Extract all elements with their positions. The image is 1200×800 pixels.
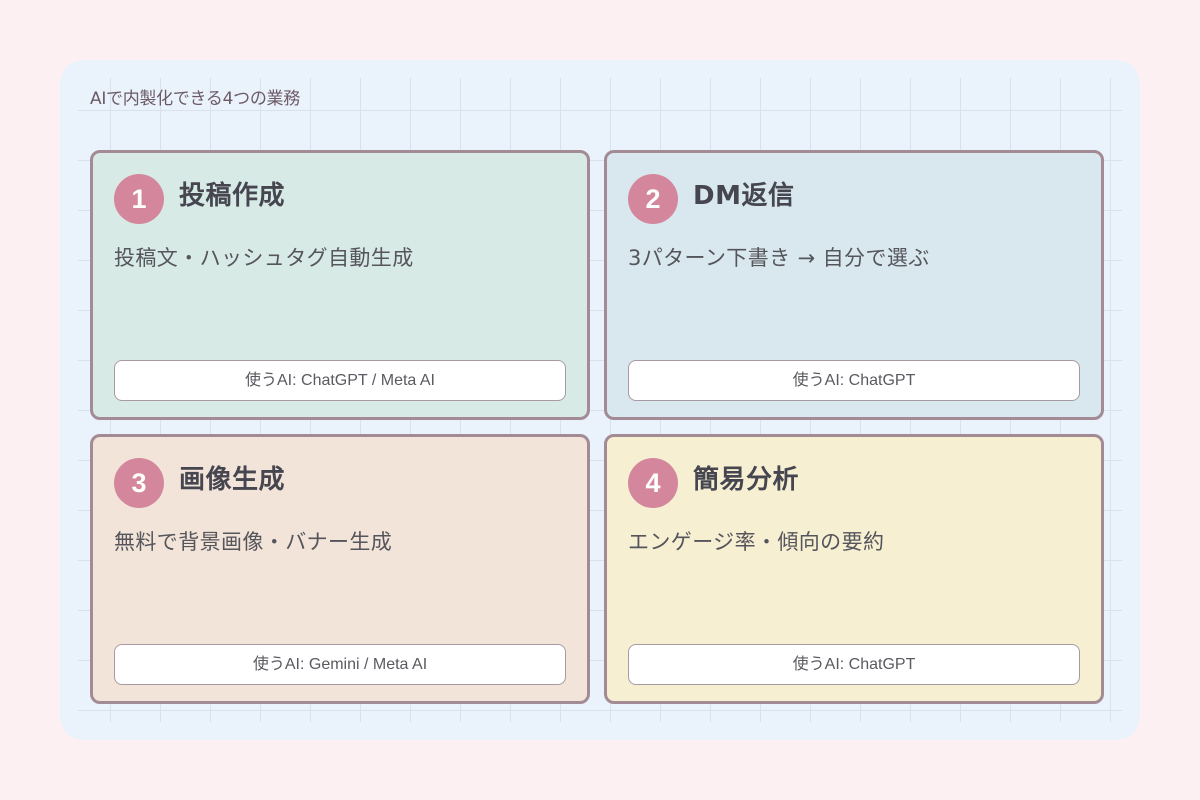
ai-tools-label: 使うAI: Gemini / Meta AI [114, 644, 566, 685]
ai-tools-label: 使うAI: ChatGPT [628, 644, 1080, 685]
card-description: 3パターン下書き → 自分で選ぶ [628, 246, 930, 270]
number-badge: 3 [114, 458, 164, 508]
card-image-generation: 3 画像生成 無料で背景画像・バナー生成 使うAI: Gemini / Meta… [90, 434, 590, 704]
card-title: 簡易分析 [693, 465, 800, 495]
card-simple-analysis: 4 簡易分析 エンゲージ率・傾向の要約 使うAI: ChatGPT [604, 434, 1104, 704]
diagram-panel: AIで内製化できる4つの業務 1 投稿作成 投稿文・ハッシュタグ自動生成 使うA… [60, 60, 1140, 740]
card-title: 投稿作成 [179, 181, 286, 211]
number-badge: 1 [114, 174, 164, 224]
card-title: DM返信 [693, 181, 795, 211]
card-description: エンゲージ率・傾向の要約 [628, 530, 885, 554]
number-badge: 4 [628, 458, 678, 508]
card-description: 無料で背景画像・バナー生成 [114, 530, 393, 554]
ai-tools-label: 使うAI: ChatGPT [628, 360, 1080, 401]
diagram-title: AIで内製化できる4つの業務 [90, 89, 300, 109]
ai-tools-label: 使うAI: ChatGPT / Meta AI [114, 360, 566, 401]
number-badge: 2 [628, 174, 678, 224]
card-dm-reply: 2 DM返信 3パターン下書き → 自分で選ぶ 使うAI: ChatGPT [604, 150, 1104, 420]
card-title: 画像生成 [179, 465, 286, 495]
card-description: 投稿文・ハッシュタグ自動生成 [114, 246, 414, 270]
card-post-creation: 1 投稿作成 投稿文・ハッシュタグ自動生成 使うAI: ChatGPT / Me… [90, 150, 590, 420]
